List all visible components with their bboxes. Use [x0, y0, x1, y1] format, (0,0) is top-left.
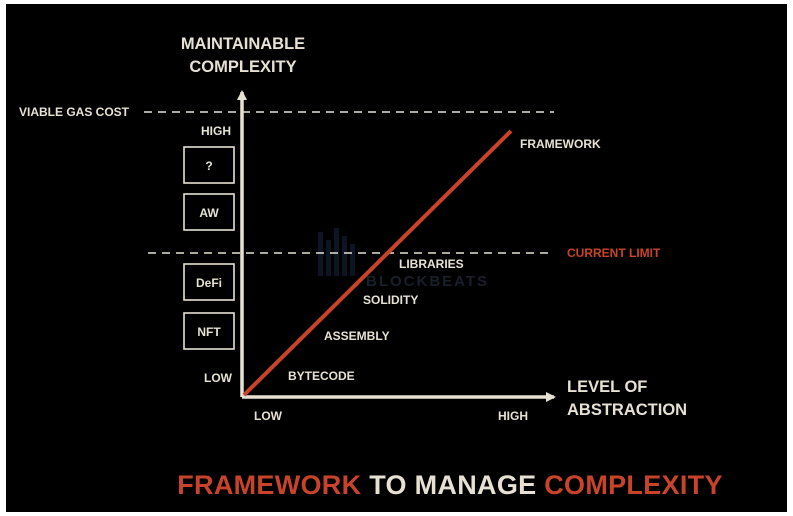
- box-nft-label: NFT: [197, 325, 221, 339]
- footer-title-part2: TO MANAGE: [361, 470, 544, 500]
- solidity-label: SOLIDITY: [363, 293, 418, 307]
- box-nft: NFT: [183, 312, 235, 350]
- gas-cost-label: VIABLE GAS COST: [19, 105, 130, 119]
- x-axis-low-label: LOW: [254, 409, 283, 423]
- bytecode-label: BYTECODE: [288, 369, 355, 383]
- complexity-diagram: BLOCKBEATS MAINTAINABLE COMPLEXITY VIABL…: [19, 35, 723, 500]
- current-limit-label: CURRENT LIMIT: [567, 246, 661, 260]
- x-axis-title-line1: LEVEL OF: [567, 378, 647, 396]
- framework-trend-line: [242, 129, 513, 397]
- libraries-label: LIBRARIES: [399, 257, 464, 271]
- watermark-logo: BLOCKBEATS: [318, 228, 489, 290]
- box-aw: AW: [183, 193, 235, 231]
- assembly-label: ASSEMBLY: [324, 329, 390, 343]
- box-defi: DeFi: [183, 263, 235, 301]
- y-axis-title-line2: COMPLEXITY: [189, 58, 296, 76]
- box-defi-label: DeFi: [196, 276, 222, 290]
- framework-label: FRAMEWORK: [520, 137, 601, 151]
- x-axis-title-line2: ABSTRACTION: [567, 401, 687, 419]
- y-axis-high-label: HIGH: [201, 124, 231, 138]
- slide: BLOCKBEATS MAINTAINABLE COMPLEXITY VIABL…: [6, 4, 787, 512]
- footer-title-part3: COMPLEXITY: [544, 470, 723, 500]
- box-question: ?: [183, 146, 235, 184]
- y-axis-low-label: LOW: [204, 371, 233, 385]
- footer-title: FRAMEWORK TO MANAGE COMPLEXITY: [177, 470, 723, 500]
- x-axis-high-label: HIGH: [498, 409, 528, 423]
- footer-title-part1: FRAMEWORK: [177, 470, 361, 500]
- watermark-text: BLOCKBEATS: [366, 273, 489, 290]
- box-question-label: ?: [205, 159, 212, 173]
- box-aw-label: AW: [199, 206, 219, 220]
- y-axis-title-line1: MAINTAINABLE: [181, 35, 305, 53]
